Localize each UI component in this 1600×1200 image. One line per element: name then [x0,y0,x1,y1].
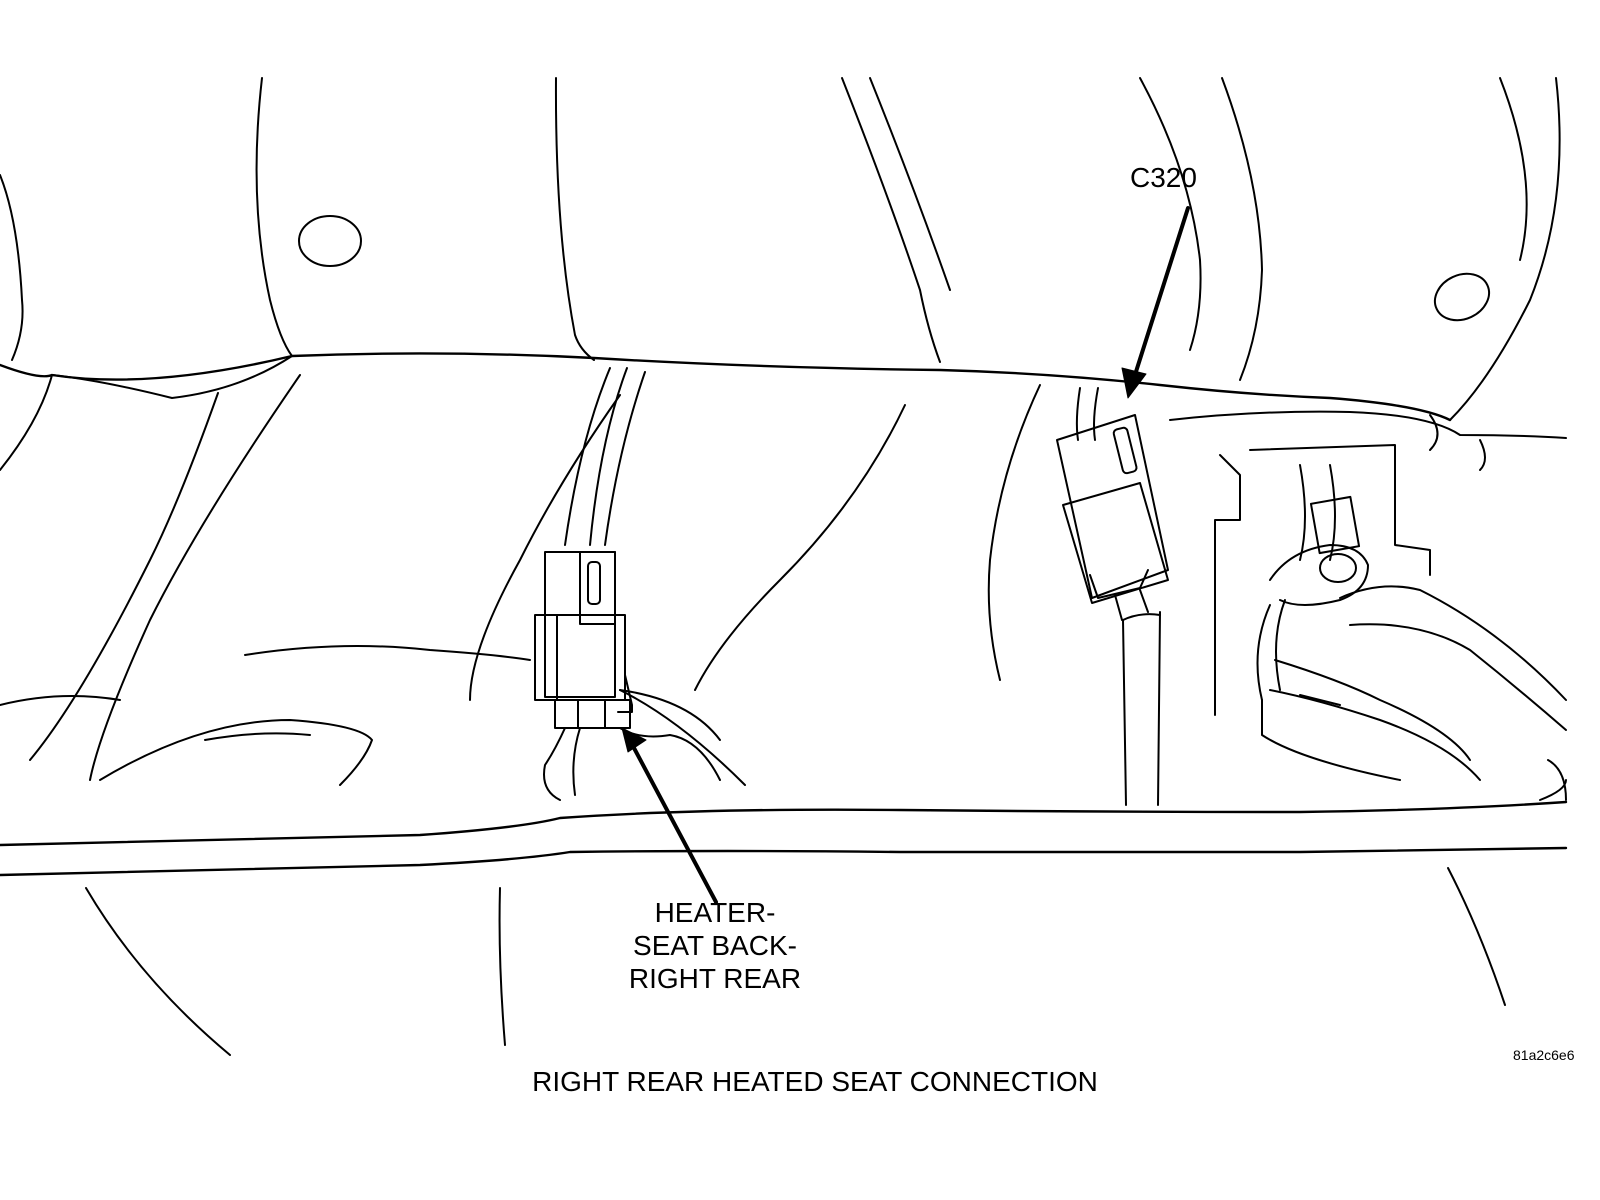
floor-sill [0,779,1568,1056]
heater-seat-back-connector [534,367,721,801]
figure-id-code: 81a2c6e6 [1513,1047,1575,1063]
heater-callout-arrow [621,727,718,904]
floor-contours [0,355,1567,786]
c320-connector [1056,387,1169,806]
seat-back-panels [0,77,1561,422]
figure-caption: RIGHT REAR HEATED SEAT CONNECTION [532,1066,1098,1097]
heater-callout-label-line-3: RIGHT REAR [628,963,802,994]
heater-callout-label-line-2: SEAT BACK- [633,930,797,961]
seat-anchor-bracket [1214,444,1567,801]
c320-callout-arrow [1121,206,1190,399]
c320-callout-label: C320 [1130,162,1197,193]
heater-callout-label-line-1: HEATER- [654,897,776,928]
